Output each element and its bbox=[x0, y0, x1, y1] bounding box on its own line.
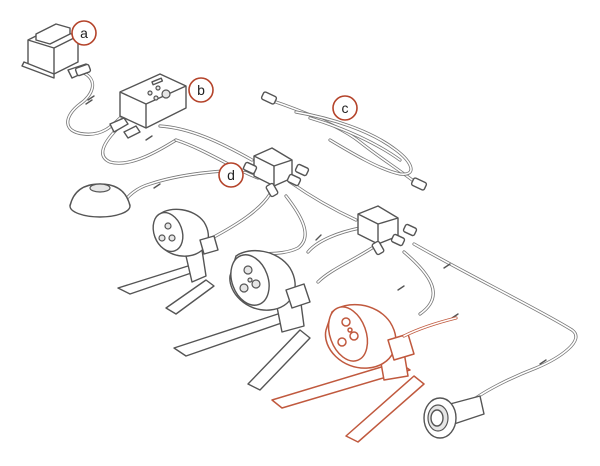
callout-a: a bbox=[71, 20, 97, 46]
transformer bbox=[21, 23, 92, 79]
splitter-lower bbox=[357, 205, 418, 256]
splitter-upper bbox=[242, 147, 310, 198]
callout-c: c bbox=[332, 95, 358, 121]
callout-c-label: c bbox=[342, 100, 349, 116]
callout-a-label: a bbox=[80, 25, 88, 41]
controller-box bbox=[109, 73, 187, 139]
callout-b-label: b bbox=[197, 82, 205, 98]
spotlight-highlighted bbox=[271, 303, 458, 443]
spotlight-2 bbox=[173, 249, 311, 391]
spotlight-1 bbox=[117, 208, 219, 315]
cable-ties bbox=[85, 95, 547, 365]
callout-d: d bbox=[218, 162, 244, 188]
callout-d-label: d bbox=[227, 167, 235, 183]
cables bbox=[66, 70, 578, 406]
puck-light bbox=[69, 183, 131, 218]
extension-cable bbox=[260, 91, 428, 191]
floodlight bbox=[423, 395, 485, 439]
callout-b: b bbox=[188, 77, 214, 103]
